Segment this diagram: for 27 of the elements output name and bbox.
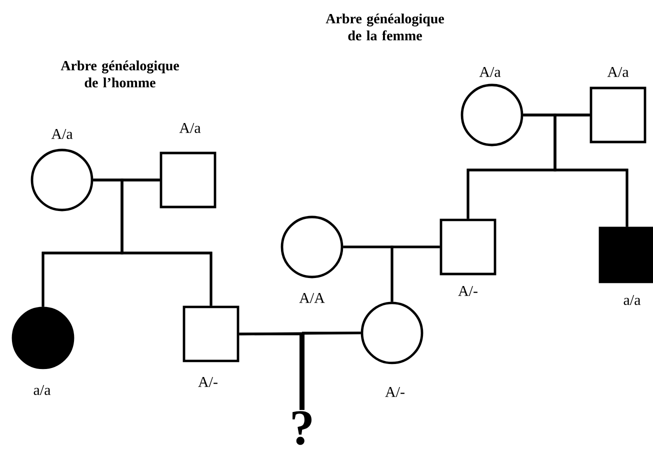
- genotype-label: A/a: [479, 66, 501, 77]
- female-circle: [460, 84, 524, 146]
- question-mark: ?: [292, 411, 312, 445]
- genotype-label: A/a: [179, 122, 201, 133]
- male-square: [590, 86, 646, 144]
- affected-female-circle: [12, 306, 74, 370]
- female-circle: [360, 302, 424, 364]
- pedigree-line: [554, 114, 628, 227]
- affected-male-square: [598, 226, 653, 284]
- genotype-label: A/-: [385, 386, 404, 397]
- female-circle: [280, 216, 344, 278]
- tree-title: Arbre généalogique de la femme: [326, 14, 444, 40]
- male-square: [182, 306, 240, 362]
- genotype-label: A/a: [51, 128, 73, 139]
- pedigree-line: [300, 332, 361, 410]
- pedigree-line: [390, 246, 440, 302]
- genotype-label: A/A: [299, 292, 325, 303]
- genotype-label: A/-: [198, 376, 218, 387]
- genotype-label: a/a: [34, 384, 51, 395]
- genotype-label: A/a: [607, 66, 629, 77]
- female-circle: [30, 148, 94, 212]
- genotype-label: a/a: [624, 294, 641, 305]
- tree-title: Arbre généalogique de l’homme: [60, 60, 179, 88]
- genotype-label: A/-: [458, 286, 478, 296]
- pedigree-line: [120, 178, 212, 306]
- male-square: [160, 152, 216, 208]
- male-square: [440, 218, 496, 276]
